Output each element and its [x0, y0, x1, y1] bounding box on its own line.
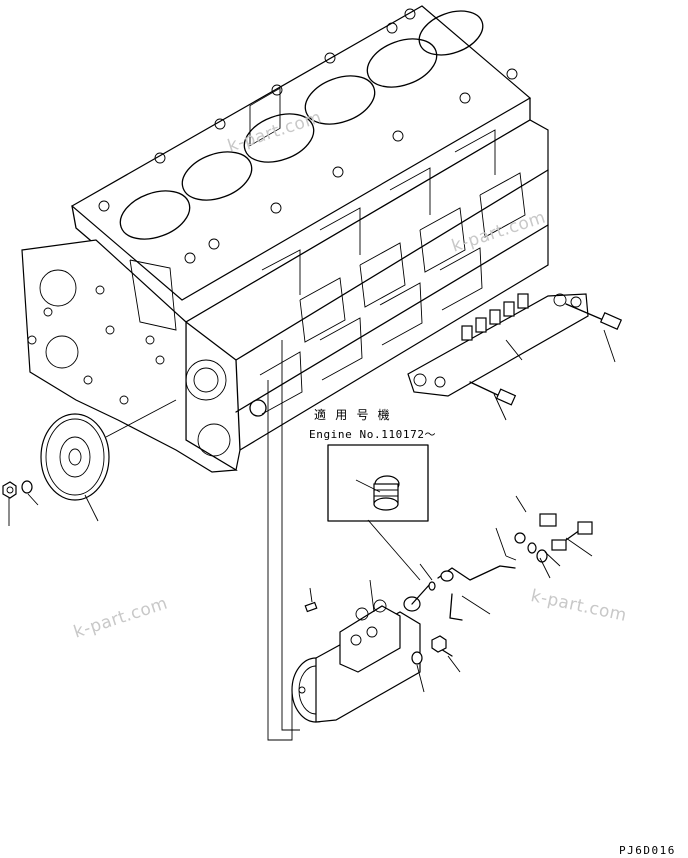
pump-key: [304, 601, 318, 613]
fitting-plug: [373, 475, 400, 511]
applicability-inset-frame: [327, 444, 429, 522]
fuel-manifold: [407, 293, 589, 397]
gear: [40, 399, 177, 501]
cylinder-bores: [119, 10, 484, 240]
applicability-label-jp: 適 用 号 機: [314, 408, 391, 422]
gasket: [428, 581, 436, 591]
applicability-engine-range: Engine No.110172〜: [309, 428, 437, 441]
manifold-bolt: [565, 303, 623, 331]
engine-block: [21, 5, 549, 473]
fuel-pump: [291, 599, 421, 723]
nut: [2, 481, 17, 499]
mounting-bolt: [431, 635, 453, 657]
manifold-bolt: [469, 381, 517, 406]
washer: [21, 480, 33, 494]
drawing-code: PJ6D016: [619, 844, 676, 857]
leader-lines: [8, 329, 616, 741]
banjo-bolt: [551, 521, 593, 551]
mounting-washer: [411, 651, 423, 665]
oil-tube: [437, 565, 516, 621]
pump-fitting: [403, 583, 431, 612]
connector-nut: [514, 513, 557, 563]
